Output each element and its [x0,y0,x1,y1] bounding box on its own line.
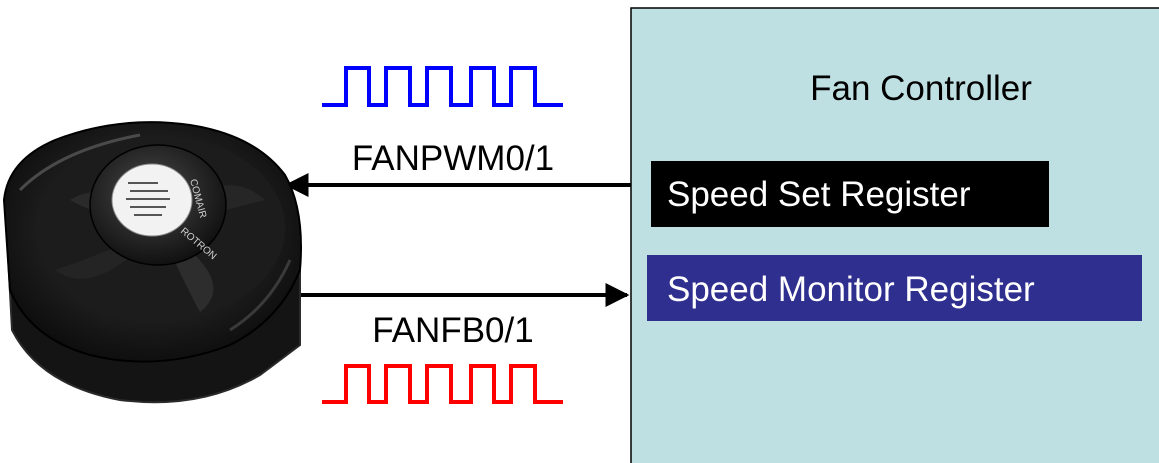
feedback-signal: FANFB0/1 [296,283,630,404]
fan-icon: COMAIR ROTRON [2,121,302,404]
speed-set-register-label: Speed Set Register [667,175,971,214]
speed-monitor-register: Speed Monitor Register [647,255,1142,321]
speed-monitor-register-label: Speed Monitor Register [667,270,1035,309]
pwm-signal: FANPWM0/1 [284,66,631,197]
pwm-waveform [322,66,563,107]
feedback-waveform [322,364,563,404]
feedback-signal-label: FANFB0/1 [372,311,533,350]
fan-controller-title: Fan Controller [810,69,1032,108]
speed-set-register: Speed Set Register [651,161,1049,227]
fan-controller-block: Fan Controller [630,7,1159,463]
pwm-signal-label: FANPWM0/1 [352,139,554,178]
